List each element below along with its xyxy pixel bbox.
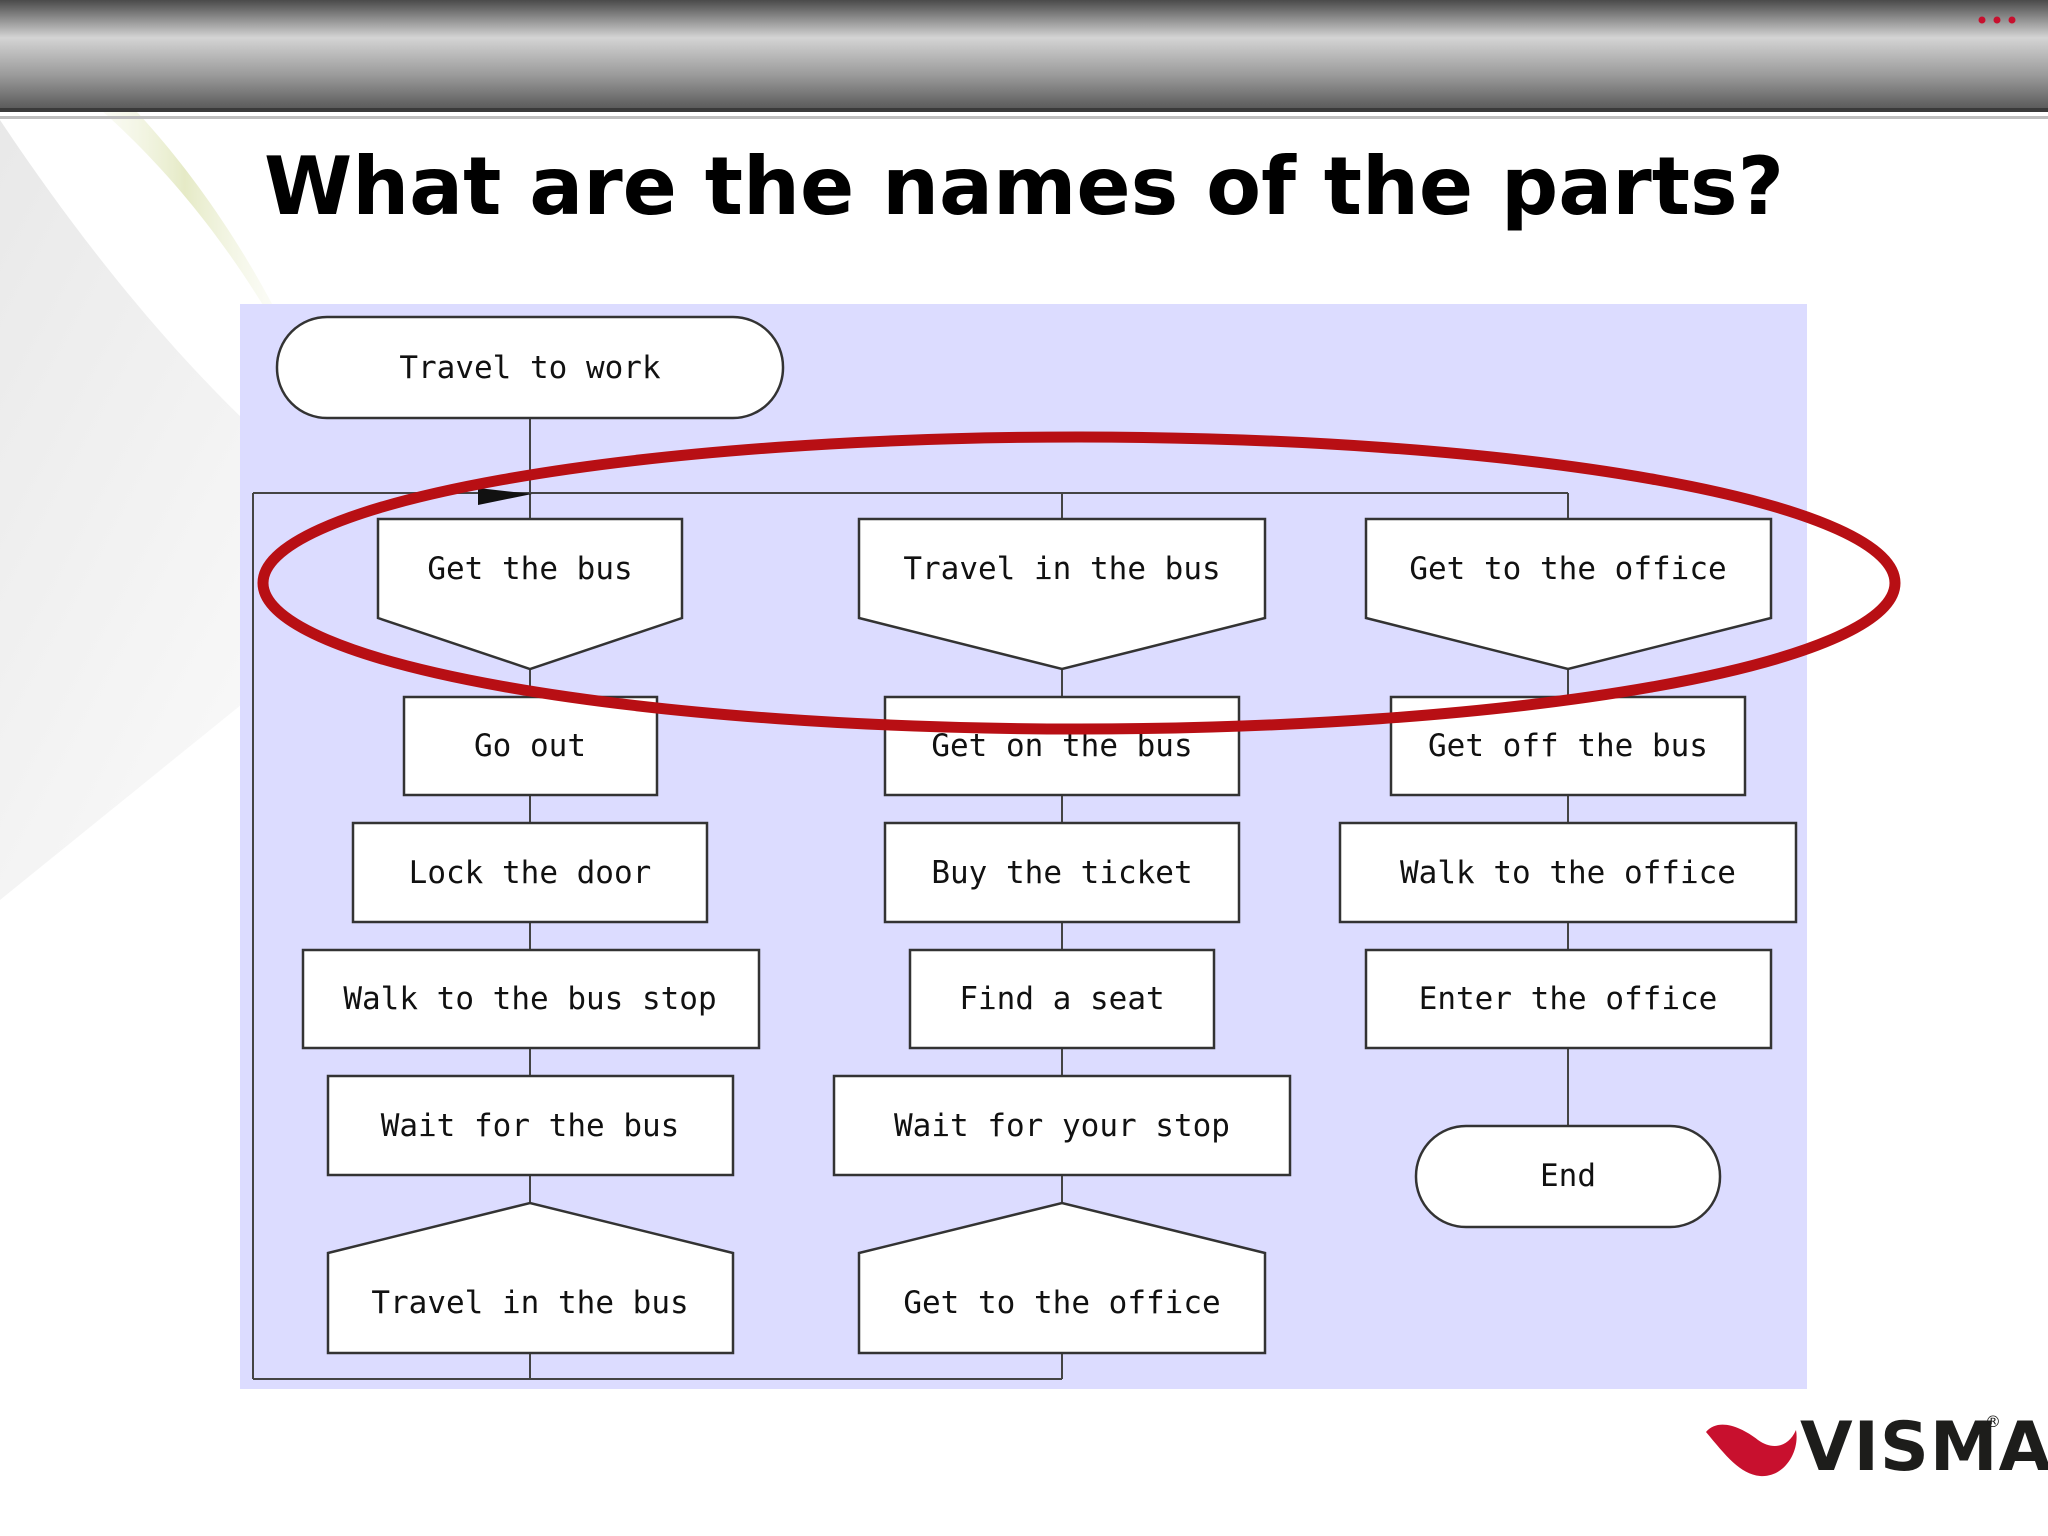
part-header-1: Get the bus [376,517,684,671]
step-label: Buy the ticket [931,855,1192,891]
step-box: Walk to the office [1338,821,1798,924]
ellipsis-icon[interactable] [1978,16,2016,24]
step-box: Get on the bus [883,695,1241,797]
slide-title: What are the names of the parts? [263,140,1785,233]
logo-registered-mark: ® [1985,1412,2001,1431]
step-box: Lock the door [351,821,709,924]
step-label: Walk to the bus stop [343,981,716,1017]
next-part-label: Travel in the bus [371,1285,688,1321]
loop-arrow-icon [478,488,532,505]
step-label: Wait for your stop [894,1108,1230,1144]
part-header-2: Travel in the bus [857,517,1267,671]
slide-decoration [0,0,2048,900]
step-label: Walk to the office [1400,855,1736,891]
step-label: Enter the office [1419,981,1718,1017]
part-title: Travel in the bus [903,551,1220,587]
part-column-1: Get the bus Go out Lock the door Walk to… [301,517,761,1355]
step-label: Wait for the bus [381,1108,680,1144]
visma-logo-icon [1706,1424,1797,1477]
next-part-box: Get to the office [857,1201,1267,1355]
logo-wordmark: VISMA [1800,1408,2048,1487]
step-box: Enter the office [1364,948,1773,1050]
part-column-3: Get to the office Get off the bus Walk t… [1338,517,1798,1229]
end-label: End [1540,1158,1596,1194]
root-terminator: Travel to work [275,315,785,420]
step-box: Buy the ticket [883,821,1241,924]
next-part-box: Travel in the bus [326,1201,735,1355]
step-label: Go out [474,728,586,764]
step-box: Wait for your stop [832,1074,1292,1177]
part-title: Get the bus [427,551,632,587]
end-terminator: End [1414,1124,1722,1229]
root-label: Travel to work [399,350,661,386]
step-label: Find a seat [959,981,1164,1017]
highlight-ellipse [257,431,1901,735]
next-part-label: Get to the office [903,1285,1220,1321]
step-label: Lock the door [409,855,652,891]
part-title: Get to the office [1409,551,1726,587]
step-box: Go out [402,695,659,797]
step-box: Walk to the bus stop [301,948,761,1050]
part-header-3: Get to the office [1364,517,1773,671]
step-label: Get off the bus [1428,728,1708,764]
step-box: Wait for the bus [326,1074,735,1177]
step-box: Find a seat [908,948,1216,1050]
